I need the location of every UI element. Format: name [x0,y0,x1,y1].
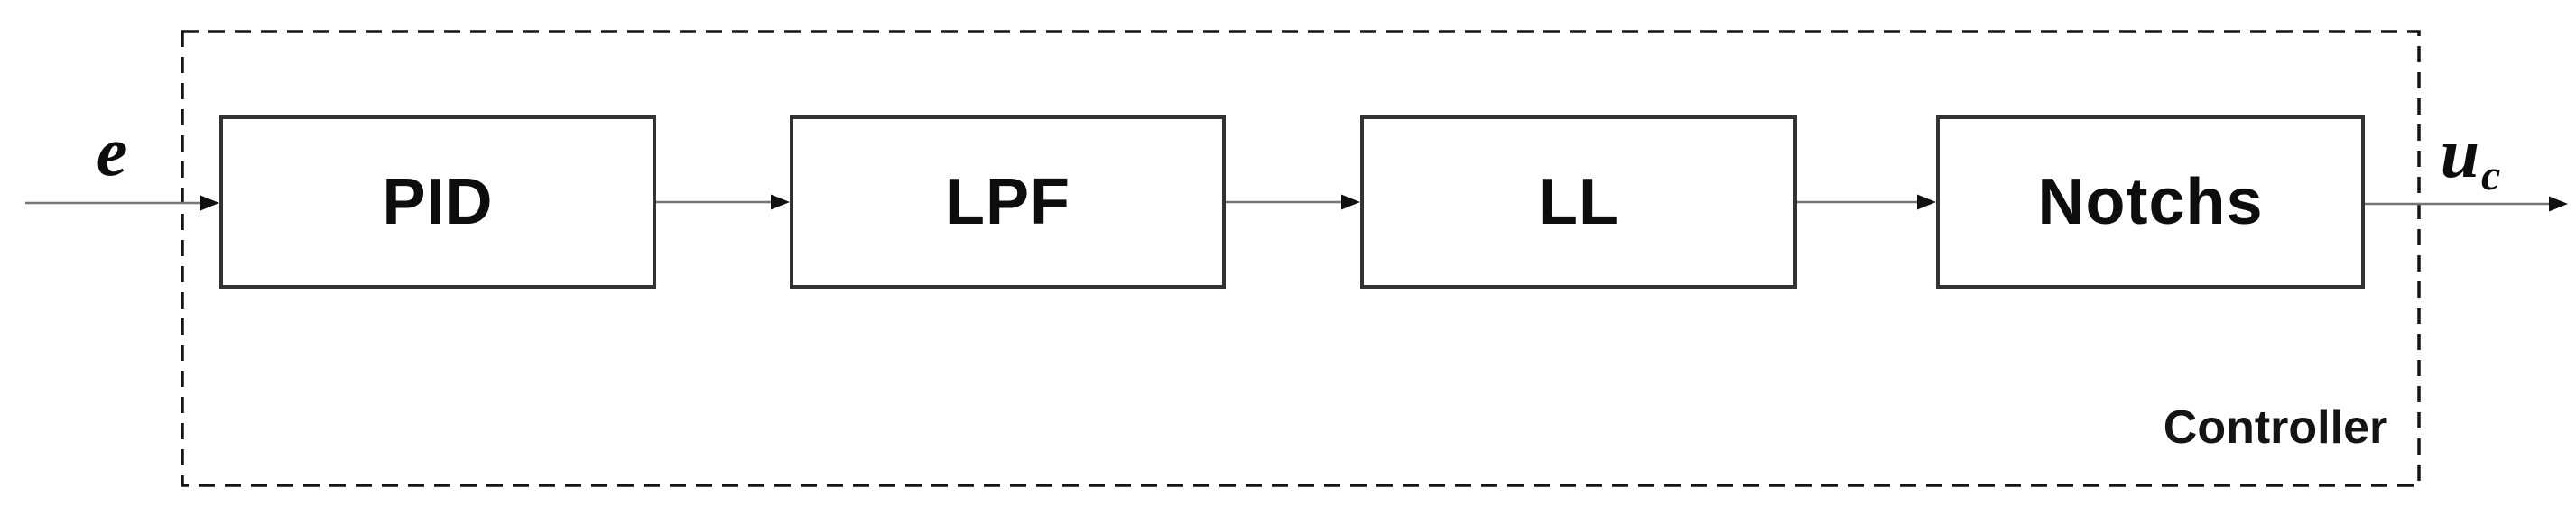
output-signal-symbol: u [2440,114,2480,192]
controller-dashed-boundary [181,30,2421,487]
arrow-ll-to-notchs [1797,194,1936,210]
arrowhead-icon [771,194,790,210]
arrow-lpf-to-ll [1226,194,1360,210]
input-signal-label: e [97,116,128,187]
output-arrow [2365,196,2568,212]
input-arrow [25,195,219,211]
arrowhead-icon [1917,194,1936,210]
input-signal-symbol: e [96,112,128,190]
block-pid-label: PID [382,166,494,238]
controller-caption: Controller [2163,401,2388,454]
input-arrowhead-icon [200,195,219,211]
output-arrowhead-icon [2549,196,2568,212]
arrow-pid-to-lpf [656,194,790,210]
output-signal-label: uc [2441,118,2501,198]
block-lpf-label: LPF [945,166,1070,238]
block-pid: PID [219,115,656,289]
block-ll-label: LL [1538,166,1619,238]
output-signal-subscript: c [2481,152,2501,199]
arrowhead-icon [1341,194,1360,210]
block-notchs: Notchs [1936,115,2365,289]
block-lpf: LPF [790,115,1226,289]
block-ll: LL [1360,115,1797,289]
block-notchs-label: Notchs [2037,166,2264,238]
